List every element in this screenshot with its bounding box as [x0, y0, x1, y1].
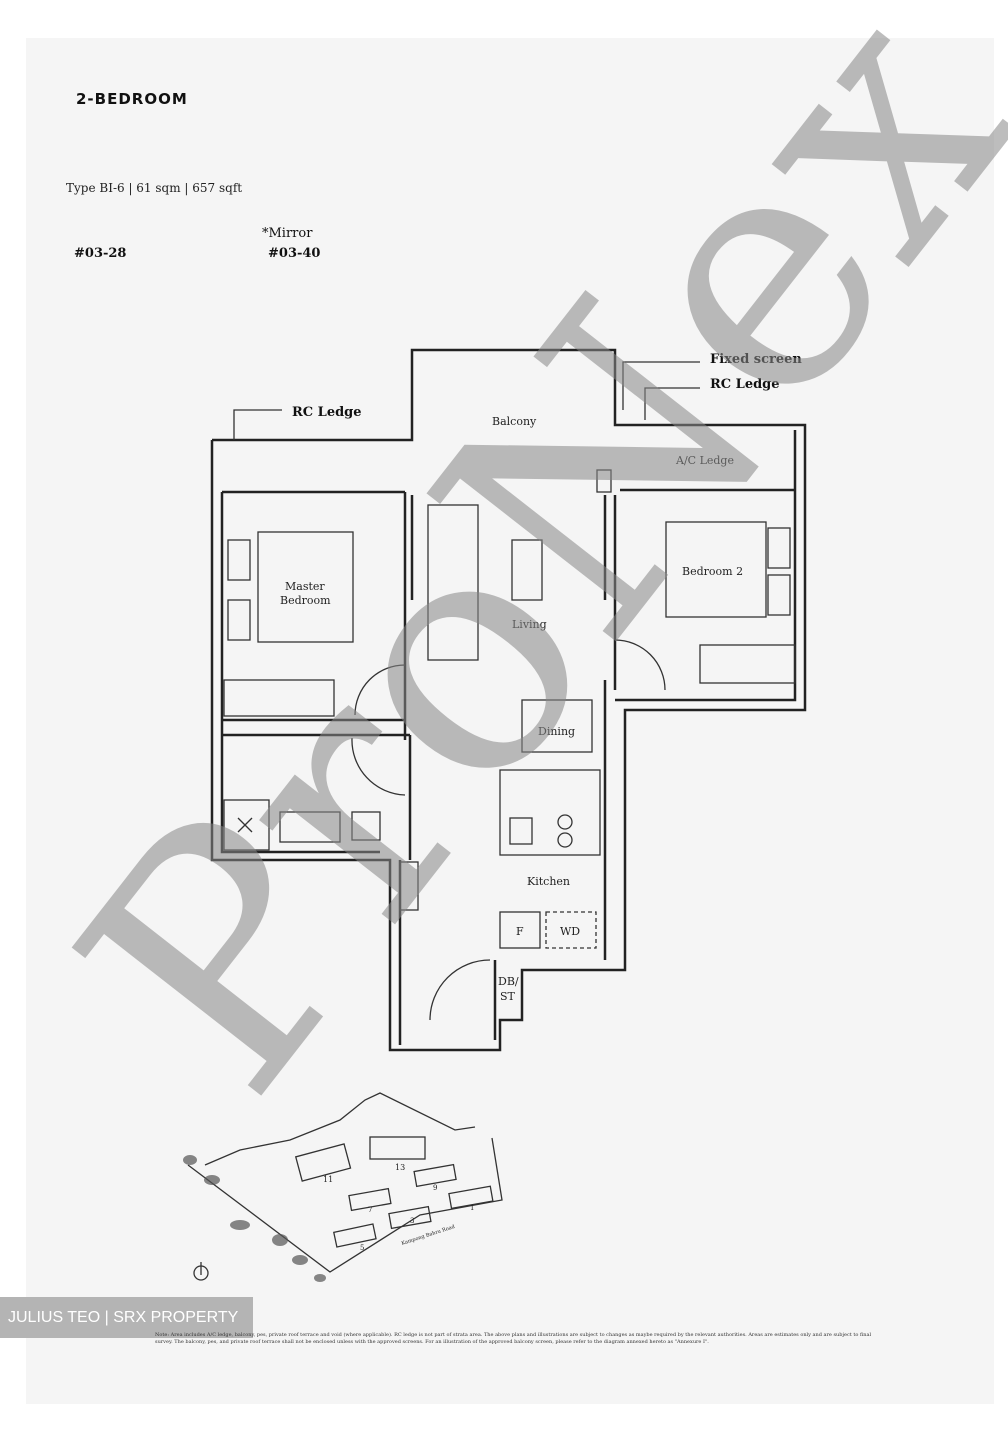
block-label: 5 — [360, 1244, 364, 1252]
ac-ledge-label: A/C Ledge — [675, 454, 734, 467]
block-label: 11 — [323, 1175, 333, 1184]
exterior-walls — [210, 348, 807, 1052]
master-bed — [257, 531, 354, 643]
kitchen-counter — [499, 769, 601, 856]
balcony-label: Balcony — [492, 415, 537, 428]
dining-label: Dining — [538, 725, 575, 738]
toilet — [351, 811, 381, 841]
site-plan: 11 13 9 7 5 3 1 Kampong Bahru Road — [183, 1092, 503, 1282]
bedroom2-label: Bedroom 2 — [682, 565, 743, 578]
kitchen-label: Kitchen — [527, 875, 570, 888]
agent-badge: JULIUS TEO | SRX PROPERTY — [0, 1297, 253, 1338]
sofa — [427, 504, 479, 661]
block-label: 9 — [433, 1184, 437, 1192]
washer-dryer-label: WD — [560, 925, 580, 938]
disclaimer-note: Note: Area includes A/C ledge, balcony, … — [155, 1332, 872, 1345]
mirror-unit-number: #03-40 — [268, 246, 321, 261]
block-label: 13 — [395, 1163, 405, 1172]
block-label: 3 — [410, 1217, 414, 1225]
furniture — [223, 469, 796, 949]
page-title: 2-BEDROOM — [76, 90, 188, 108]
mirror-label: *Mirror — [262, 226, 313, 241]
living-label: Living — [512, 618, 547, 631]
interior-walls — [222, 492, 617, 1045]
unit-spec: Type BI-6 | 61 sqm | 657 sqft — [66, 181, 243, 195]
master-bedroom-label-2: Bedroom — [280, 594, 331, 607]
vanity — [279, 811, 341, 843]
floor-plan-sheet — [26, 38, 994, 1404]
fixed-screen-label: Fixed screen — [710, 352, 802, 367]
db-st-label: DB/ — [498, 975, 519, 988]
db-st-label-2: ST — [500, 990, 516, 1003]
master-wardrobe — [223, 679, 335, 717]
unit-number: #03-28 — [74, 246, 127, 261]
block-label: 1 — [470, 1204, 474, 1212]
rc-ledge-left-label: RC Ledge — [292, 405, 362, 420]
doors — [351, 639, 666, 1021]
bedroom2-bed — [665, 521, 767, 618]
coffee-table — [511, 539, 543, 601]
service-duct — [596, 469, 612, 493]
fridge-label: F — [516, 925, 524, 938]
rc-ledge-right-label: RC Ledge — [710, 377, 780, 392]
road-label: Kampong Bahru Road — [401, 1224, 457, 1247]
master-bedroom-label: Master — [285, 580, 325, 593]
bedroom2-wardrobe — [699, 644, 796, 684]
dining-table — [521, 699, 593, 753]
block-label: 7 — [368, 1206, 372, 1214]
shower — [223, 799, 270, 851]
fridge — [499, 911, 541, 949]
washer-dryer — [545, 911, 597, 949]
